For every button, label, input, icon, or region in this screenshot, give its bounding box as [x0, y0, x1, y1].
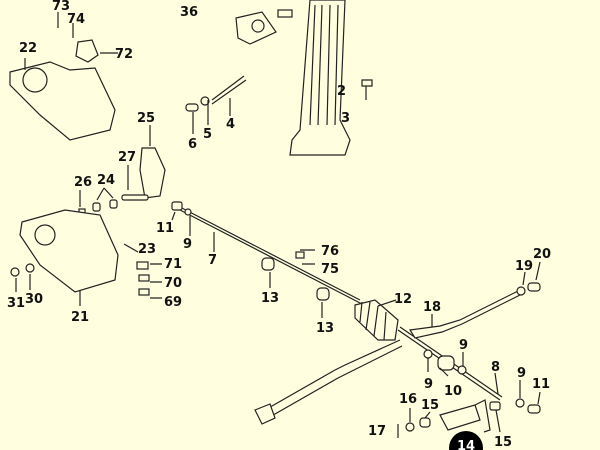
part-25-bracket [139, 147, 166, 199]
leader-lines [15, 12, 541, 433]
callout-27: 27 [118, 150, 136, 165]
part-14-lever [439, 399, 491, 433]
callout-31: 31 [7, 296, 25, 311]
callout-18: 18 [423, 300, 441, 315]
callout-10: 10 [444, 384, 462, 399]
callout-3: 3 [341, 111, 350, 126]
callout-20: 20 [533, 247, 551, 262]
callout-74: 74 [67, 12, 85, 27]
part-drawings [9, 0, 541, 438]
callout-9c: 9 [424, 377, 433, 392]
callout-69: 69 [164, 295, 182, 310]
callout-13: 13 [261, 291, 279, 306]
callout-25: 25 [137, 111, 155, 126]
callout-30: 30 [25, 292, 43, 307]
callout-36: 36 [180, 5, 198, 20]
callout-16: 16 [399, 392, 417, 407]
part-72-bracket [75, 39, 99, 63]
callout-12: 12 [394, 292, 412, 307]
part-22-housing [9, 61, 116, 141]
part-21-housing [19, 209, 119, 293]
callout-73: 73 [52, 0, 70, 14]
callout-4: 4 [226, 117, 235, 132]
callout-11: 11 [156, 221, 174, 236]
callout-15: 15 [421, 398, 439, 413]
callout-71: 71 [164, 257, 182, 272]
callout-6: 6 [188, 137, 197, 152]
part-7-rod [177, 205, 363, 305]
callout-23: 23 [138, 242, 156, 257]
callout-76: 76 [321, 244, 339, 259]
callout-17: 17 [368, 424, 386, 439]
callout-26: 26 [74, 175, 92, 190]
callout-labels: 73 74 36 22 72 2 3 4 5 6 25 27 26 24 11 … [7, 0, 551, 450]
callout-15b: 15 [494, 435, 512, 450]
callout-13b: 13 [316, 321, 334, 336]
callout-21: 21 [71, 310, 89, 325]
callout-2: 2 [337, 84, 346, 99]
callout-75: 75 [321, 262, 339, 277]
callout-8: 8 [491, 360, 500, 375]
part-lower-rod [264, 339, 403, 419]
callout-9: 9 [183, 237, 192, 252]
callout-22: 22 [19, 41, 37, 56]
callout-19: 19 [515, 259, 533, 274]
highlight-badge-14[interactable] [449, 431, 483, 450]
callout-72: 72 [115, 47, 133, 62]
callout-7: 7 [208, 253, 217, 268]
callout-24: 24 [97, 173, 115, 188]
callout-70: 70 [164, 276, 182, 291]
callout-9d: 9 [517, 366, 526, 381]
callout-9b: 9 [459, 338, 468, 353]
part-36-mount [235, 11, 277, 45]
callout-11b: 11 [532, 377, 550, 392]
callout-14[interactable]: 14 [457, 439, 475, 450]
callout-5: 5 [203, 127, 212, 142]
